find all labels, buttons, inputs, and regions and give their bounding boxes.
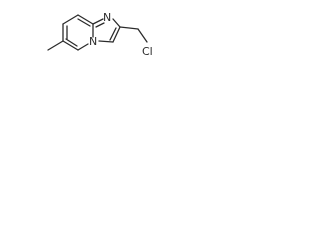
bond-n1-c2 xyxy=(112,18,121,28)
bond-c7-c8 xyxy=(62,14,79,25)
bond-c8-c8a-inner xyxy=(77,18,91,27)
bond-c2-c3 xyxy=(112,26,121,43)
bond-n4-c5 xyxy=(77,43,89,51)
bond-c8a-n1 xyxy=(92,18,104,25)
bond-c2-ch2 xyxy=(119,26,139,30)
bond-c2-c3-inner xyxy=(109,27,117,41)
bond-c8-c8a xyxy=(77,14,94,25)
atom-label-n-imidazole: N xyxy=(103,11,111,24)
molecule-structure: N N Cl xyxy=(47,11,153,58)
bond-c5-c6-inner xyxy=(65,38,78,47)
atom-label-chlorine: Cl xyxy=(142,45,153,58)
structure-canvas: N N Cl xyxy=(0,0,199,87)
bond-c3-n4 xyxy=(98,40,114,43)
atom-label-n-bridgehead: N xyxy=(89,35,97,48)
bond-ch2-cl xyxy=(137,28,148,43)
bond-c8a-n1-inner xyxy=(95,22,105,28)
bond-methyl xyxy=(47,40,64,51)
bond-c5-c6 xyxy=(62,40,79,51)
